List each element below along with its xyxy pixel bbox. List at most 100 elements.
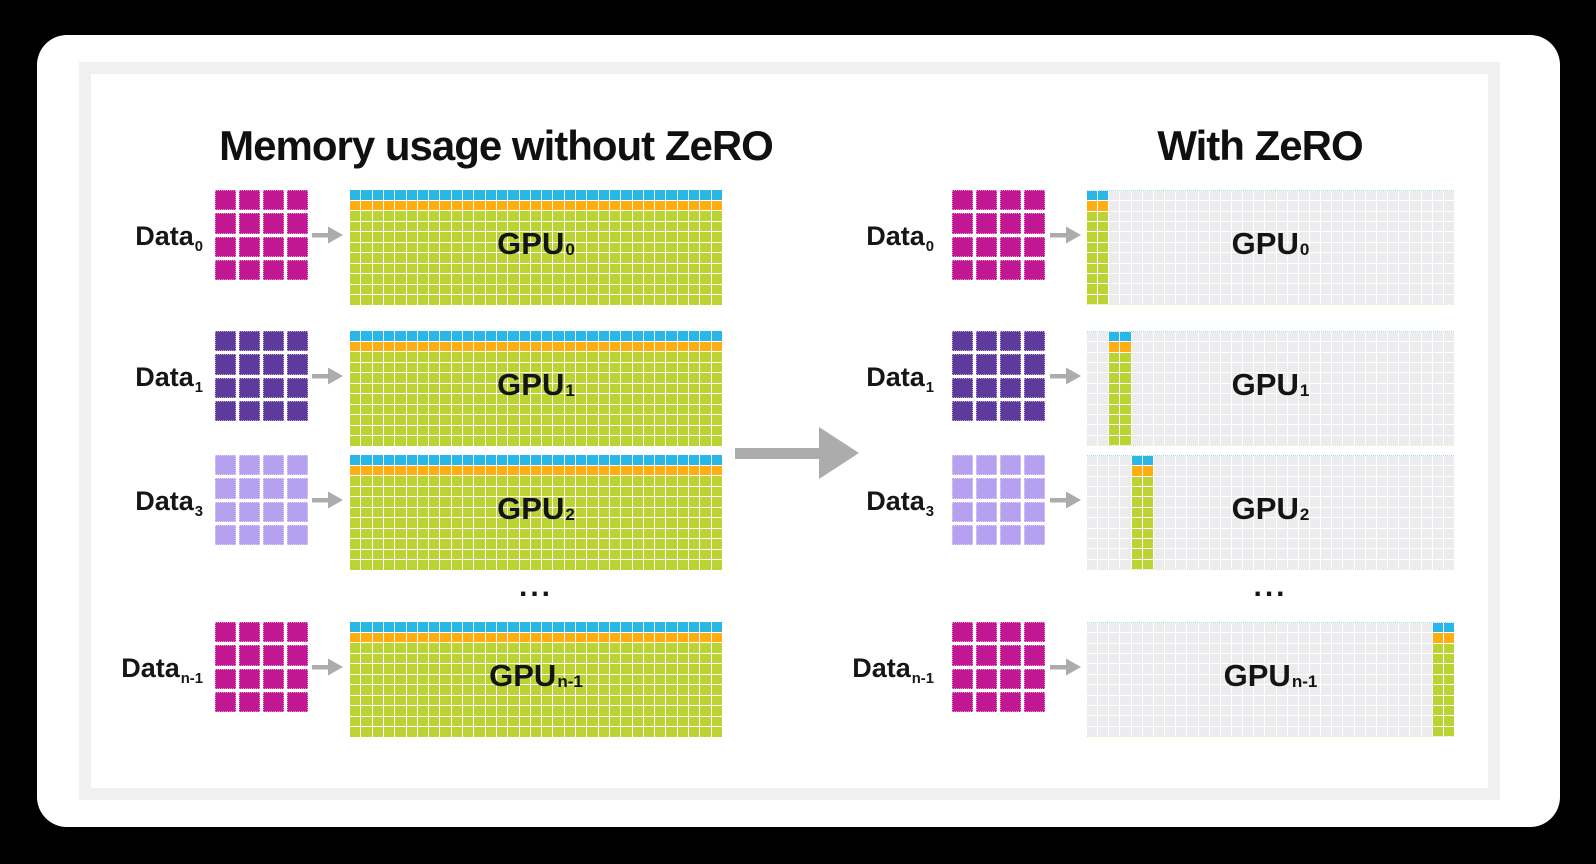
memory-cell (361, 518, 372, 528)
memory-cell (1254, 332, 1265, 342)
memory-cell (1109, 695, 1120, 705)
memory-cell (1443, 394, 1454, 404)
memory-cell (1220, 705, 1231, 716)
memory-cell (1220, 294, 1231, 304)
memory-cell (474, 632, 485, 643)
memory-cell (1388, 435, 1399, 445)
memory-cell (1220, 201, 1231, 211)
memory-cell (677, 653, 689, 664)
memory-cell (643, 211, 655, 221)
memory-cell (564, 200, 576, 211)
memory-cell (1131, 623, 1142, 633)
memory-cell (372, 476, 383, 486)
memory-cell (643, 497, 655, 507)
memory-cell (1142, 705, 1153, 716)
memory-cell (508, 200, 519, 211)
memory-cell (655, 221, 666, 232)
memory-cell (1120, 222, 1131, 232)
memory-cell (1087, 373, 1098, 383)
memory-cell (564, 404, 576, 415)
memory-cell (564, 394, 576, 404)
memory-cell (1087, 623, 1098, 633)
memory-cell (485, 653, 496, 664)
memory-cell (700, 331, 711, 341)
memory-cell (350, 727, 361, 737)
memory-cell (1388, 352, 1399, 363)
memory-cell (1321, 559, 1332, 569)
memory-cell (406, 404, 417, 415)
memory-cell (372, 362, 383, 373)
memory-cell (632, 383, 643, 394)
memory-cell (609, 221, 621, 232)
memory-cell (1287, 284, 1298, 294)
memory-cell (1109, 633, 1120, 643)
memory-cell (496, 528, 508, 539)
memory-cell (1354, 674, 1365, 685)
memory-cell (576, 560, 587, 570)
memory-cell (1109, 435, 1120, 445)
memory-cell (1254, 425, 1265, 435)
memory-cell (1276, 674, 1287, 685)
memory-cell (643, 507, 655, 518)
memory-cell (1131, 273, 1142, 284)
memory-cell (1198, 559, 1209, 569)
memory-cell (485, 242, 496, 253)
memory-cell (1443, 654, 1454, 664)
memory-cell (1399, 242, 1410, 253)
memory-cell (1432, 528, 1443, 538)
memory-cell (1176, 373, 1187, 383)
memory-cell (677, 549, 689, 560)
memory-cell (1220, 332, 1231, 342)
memory-cell (1354, 559, 1365, 569)
data-block-cell (215, 354, 236, 375)
memory-cell (508, 373, 519, 383)
memory-cell (474, 404, 485, 415)
memory-cell (508, 242, 519, 253)
memory-cell (361, 486, 372, 497)
memory-cell (1098, 487, 1109, 497)
label-subscript: 1 (925, 379, 934, 396)
memory-cell (496, 455, 508, 465)
memory-cell (1265, 476, 1276, 487)
memory-cell (655, 425, 666, 436)
memory-cell (1443, 497, 1454, 507)
memory-cell (1209, 466, 1220, 476)
memory-cell (1231, 466, 1243, 476)
memory-cell (395, 632, 406, 643)
memory-cell (1298, 414, 1310, 425)
memory-cell (530, 539, 542, 549)
memory-cell (1365, 476, 1376, 487)
memory-cell (406, 486, 417, 497)
memory-cell (1276, 201, 1287, 211)
memory-cell (1176, 332, 1187, 342)
memory-cell (485, 383, 496, 394)
memory-cell (1298, 633, 1310, 643)
memory-cell (1187, 201, 1198, 211)
memory-cell (643, 455, 655, 465)
memory-cell (1220, 352, 1231, 363)
memory-cell (417, 232, 429, 242)
memory-cell (496, 373, 508, 383)
memory-cell (598, 221, 609, 232)
memory-cell (1365, 332, 1376, 342)
label-text: Data (866, 362, 925, 392)
memory-cell (1209, 263, 1220, 273)
memory-cell (1321, 342, 1332, 352)
memory-cell (689, 653, 700, 664)
memory-cell (1310, 404, 1321, 414)
memory-cell (350, 632, 361, 643)
memory-cell (598, 674, 609, 685)
memory-cell (1165, 191, 1176, 201)
memory-cell (496, 341, 508, 352)
memory-cell (1298, 284, 1310, 294)
memory-cell (1165, 253, 1176, 263)
memory-cell (632, 497, 643, 507)
memory-cell (1321, 191, 1332, 201)
memory-cell (1176, 705, 1187, 716)
memory-cell (1142, 342, 1153, 352)
memory-cell (1265, 695, 1276, 705)
memory-cell (474, 341, 485, 352)
memory-cell (542, 518, 553, 528)
data-block-cell (287, 400, 308, 421)
memory-cell (587, 232, 598, 242)
